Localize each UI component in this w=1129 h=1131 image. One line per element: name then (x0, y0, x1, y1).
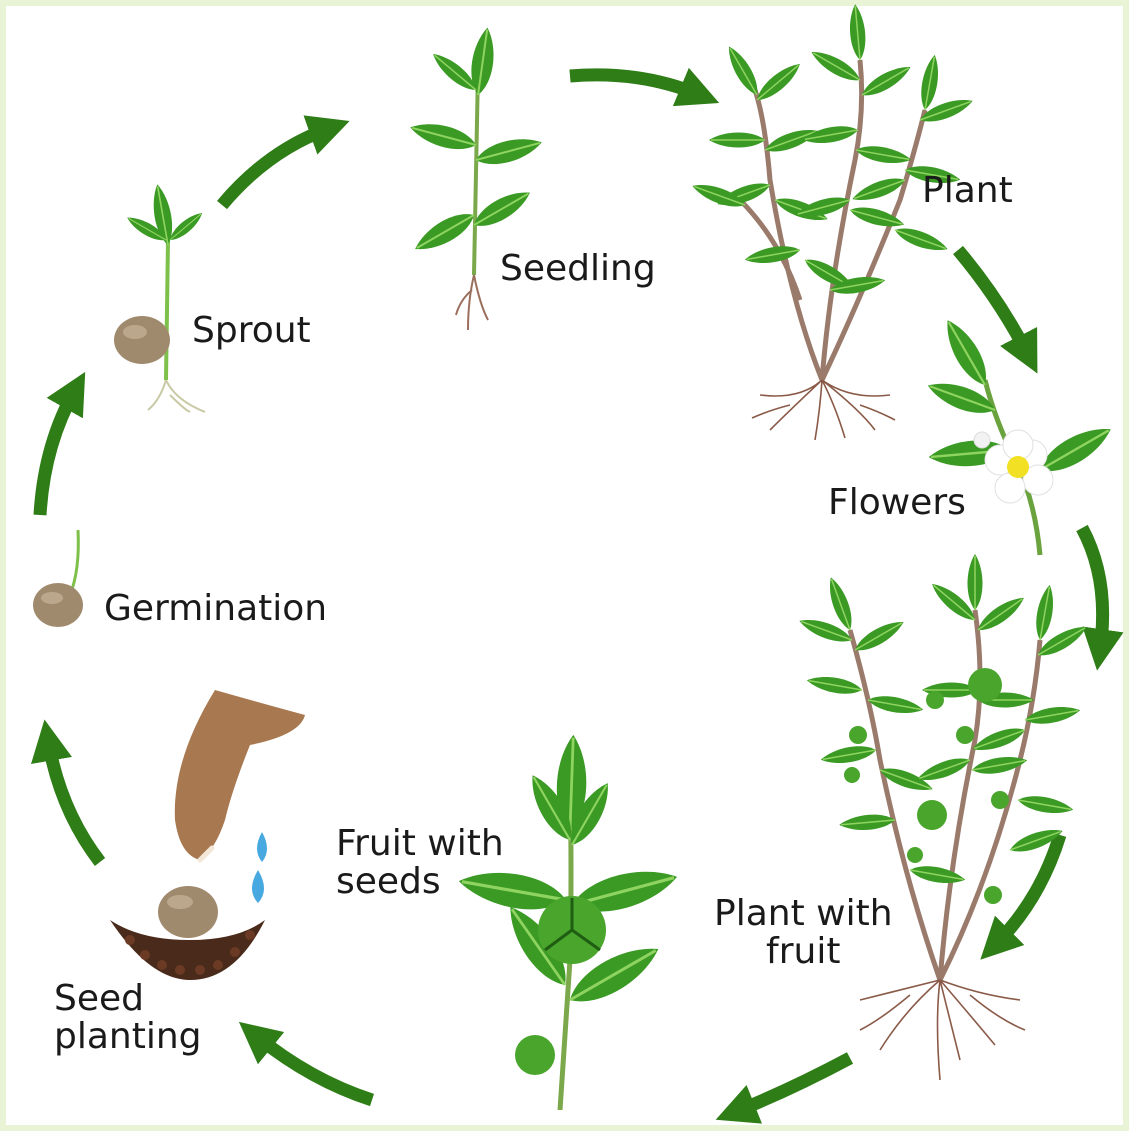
stage-label-sprout: Sprout (192, 312, 311, 350)
flower-icon (974, 430, 1053, 503)
stage-label-fruit-with-seeds: Fruit with seeds (336, 825, 504, 901)
germination-stage (33, 530, 83, 627)
water-drop-icon (257, 832, 267, 862)
stage-label-plant-with-fruit: Plant with fruit (714, 895, 893, 971)
stage-label-plant: Plant (922, 172, 1013, 210)
arrow-icon (48, 740, 100, 862)
stage-label-seedling: Seedling (500, 250, 656, 288)
stage-label-flowers: Flowers (828, 484, 966, 522)
plant-stage (690, 4, 975, 440)
seed-icon (114, 316, 170, 364)
arrow-icon (222, 128, 330, 205)
arrow-icon (40, 390, 75, 515)
arrow-icon (255, 1035, 372, 1100)
stage-label-germination: Germination (104, 590, 327, 628)
arrow-icon (995, 835, 1060, 945)
arrow-icon (1082, 528, 1103, 650)
plant-with-fruit-stage (797, 554, 1090, 1080)
hand-icon (175, 690, 305, 860)
stage-label-seed-planting: Seed planting (54, 980, 202, 1056)
seed-icon (33, 583, 83, 627)
seed-icon (158, 886, 218, 938)
root-icon (752, 380, 895, 440)
arrow-icon (570, 75, 700, 95)
arrow-icon (735, 1058, 850, 1112)
water-drop-icon (252, 870, 264, 903)
root-icon (860, 980, 1025, 1080)
sprout-stage (114, 183, 206, 412)
seed-planting-stage (110, 690, 305, 980)
fruit-with-seeds-stage (456, 734, 682, 1110)
